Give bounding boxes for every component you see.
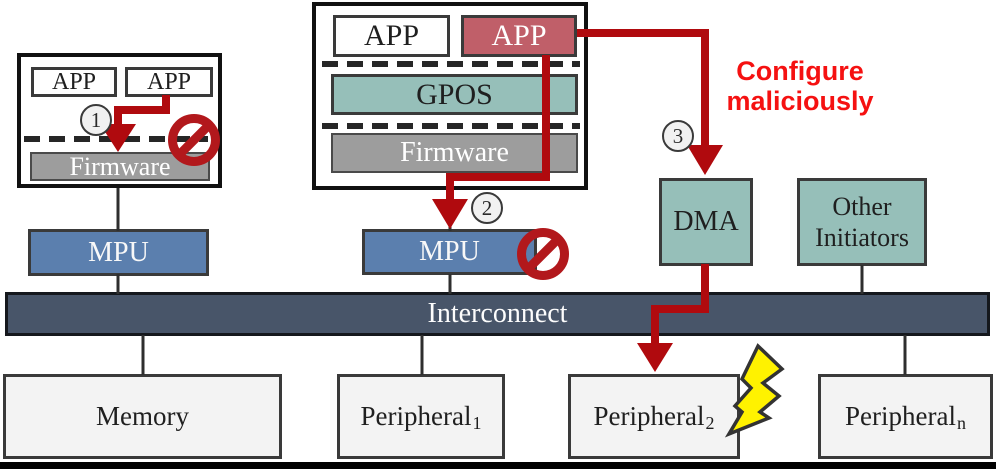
other-initiators-label-line2: Initiators [815, 223, 909, 252]
malicious-app-box: APP [461, 15, 577, 57]
step-2-badge: 2 [471, 192, 503, 224]
gpos-box: GPOS [331, 74, 578, 115]
arrowhead-into-peripheral2 [637, 343, 673, 372]
interconnect-label: Interconnect [427, 298, 568, 329]
caption-line1: Configure [736, 56, 864, 86]
figure-bottom-rule [0, 462, 996, 469]
left-app2-label: APP [146, 68, 192, 95]
left-app1-label: APP [51, 68, 97, 95]
left-app1-box: APP [31, 67, 117, 97]
left-mpu-box: MPU [28, 229, 209, 276]
left-firmware-box: Firmware [30, 152, 210, 181]
gpos-label: GPOS [416, 77, 493, 111]
arrowhead-into-dma [687, 145, 723, 175]
left-mpu-label: MPU [88, 236, 149, 268]
benign-app-label: APP [363, 19, 420, 52]
left-app2-box: APP [125, 67, 213, 97]
peripheral-n-subscript: n [956, 413, 966, 433]
left-firmware-label: Firmware [69, 151, 171, 181]
bus-connectors [116, 188, 907, 375]
peripheral2-label: Peripheral [593, 401, 705, 431]
memory-label: Memory [96, 401, 189, 431]
arrowhead-into-middle-mpu [432, 199, 468, 229]
middle-mpu-label: MPU [419, 236, 480, 267]
other-initiators-label-line1: Other [832, 192, 892, 221]
step-3-badge: 3 [662, 120, 694, 152]
memory-box: Memory [3, 374, 282, 459]
peripheral-n-label: Peripheral [845, 401, 956, 431]
middle-firmware-box: Firmware [331, 133, 578, 173]
interconnect-bar: Interconnect [5, 292, 990, 336]
peripheral-n-box: Peripheraln [818, 374, 993, 459]
other-initiators-box: Other Initiators [797, 178, 927, 266]
peripheral1-label: Peripheral [360, 401, 472, 431]
malicious-app-label: APP [491, 19, 547, 52]
dma-label: DMA [673, 206, 739, 237]
dma-box: DMA [659, 178, 753, 266]
configure-maliciously-caption: Configure maliciously [692, 56, 908, 116]
caption-line2: maliciously [726, 86, 874, 116]
step-1-badge: 1 [80, 104, 112, 136]
peripheral2-box: Peripheral2 [568, 374, 740, 459]
peripheral1-box: Peripheral1 [337, 374, 505, 459]
benign-app-box: APP [333, 15, 450, 57]
peripheral1-subscript: 1 [472, 413, 482, 433]
peripheral2-subscript: 2 [705, 413, 715, 433]
middle-mpu-box: MPU [362, 229, 537, 275]
middle-firmware-label: Firmware [400, 137, 509, 168]
